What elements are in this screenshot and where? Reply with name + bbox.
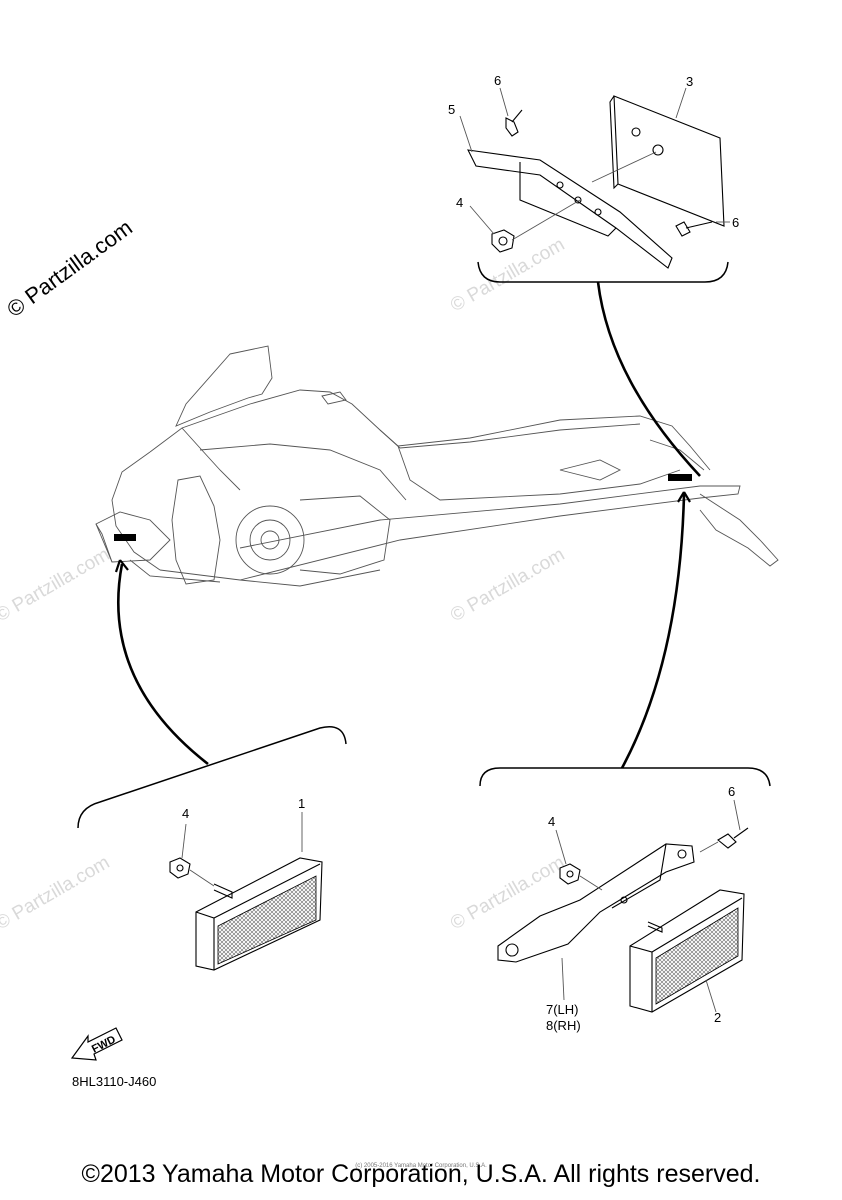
watermark-faint: © Partzilla.com (0, 544, 113, 626)
callout-rear-bracket-rh: 8(RH) (546, 1018, 581, 1033)
callout-front-nut: 4 (182, 806, 189, 821)
connector-rear (620, 493, 686, 769)
connector-front (117, 563, 209, 766)
small-copyright: (c) 2005-2016 Yamaha Motor Corporation, … (355, 1163, 487, 1169)
fwd-arrow-icon: FWD (70, 1027, 123, 1061)
fwd-label: FWD (90, 1034, 118, 1056)
callout-top-bracket: 5 (448, 102, 455, 117)
watermark-faint: © Partzilla.com (0, 852, 113, 934)
callout-top-bolt-left: 6 (494, 73, 501, 88)
callout-front-reflector: 1 (298, 796, 305, 811)
callout-rear-nut: 4 (548, 814, 555, 829)
front-detail-group: 4 1 (77, 726, 347, 971)
callout-top-bolt-right: 6 (732, 215, 739, 230)
callout-rear-bracket-lh: 7(LH) (546, 1002, 579, 1017)
watermark-main: © Partzilla.com (2, 215, 137, 322)
connector-top (596, 281, 701, 477)
callout-rear-bolt: 6 (728, 784, 735, 799)
rear-detail-group: 6 4 7(LH) 8(RH) 2 (479, 767, 771, 1033)
callout-top-plate: 3 (686, 74, 693, 89)
watermark-faint: © Partzilla.com (447, 234, 568, 316)
copyright-line: ©2013 Yamaha Motor Corporation, U.S.A. A… (81, 1160, 761, 1188)
watermark-faint: © Partzilla.com (447, 852, 568, 934)
top-detail-group: 6 5 3 4 6 (448, 73, 739, 283)
callout-rear-reflector: 2 (714, 1010, 721, 1025)
callout-top-nut: 4 (456, 195, 463, 210)
diagram-code: 8HL3110-J460 (72, 1074, 156, 1089)
snowmobile-outline (95, 345, 779, 587)
watermark-faint: © Partzilla.com (447, 544, 568, 626)
